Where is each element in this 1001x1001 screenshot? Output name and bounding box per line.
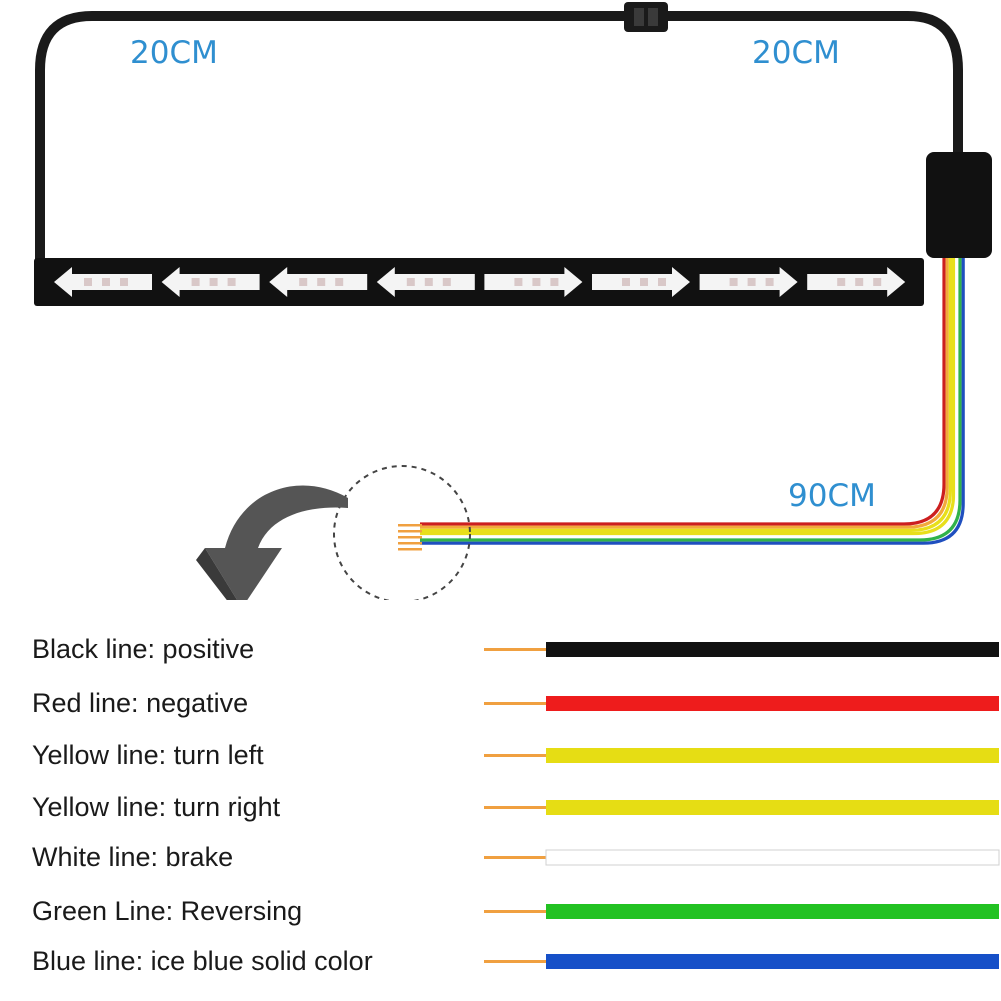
harness-wire — [420, 258, 949, 529]
led-chip — [442, 278, 451, 286]
wire-insulation — [546, 642, 999, 657]
led-chip — [84, 278, 92, 286]
legend-wire — [484, 748, 999, 763]
tinned-tip — [484, 856, 548, 859]
led-chip — [120, 278, 128, 286]
tinned-tip — [484, 910, 548, 913]
led-chip — [209, 278, 218, 286]
wire-insulation — [545, 849, 1000, 866]
inline-connector — [624, 2, 668, 32]
led-chip — [335, 278, 344, 286]
arrow-led-row — [54, 267, 906, 297]
wire-insulation — [546, 800, 999, 815]
led-chip — [317, 278, 326, 286]
legend-row: Yellow line: turn right — [0, 788, 1001, 828]
led-chip — [424, 278, 433, 286]
led-chip — [622, 278, 630, 286]
harness-wire — [420, 258, 952, 532]
legend-label: Red line: negative — [32, 688, 249, 718]
led-chip — [765, 278, 774, 286]
connection-cable — [35, 11, 963, 267]
harness-wire — [420, 258, 965, 545]
legend-label: Yellow line: turn left — [32, 740, 264, 770]
magnifier-circle — [333, 465, 471, 600]
tinned-tip — [484, 806, 548, 809]
legend-wire — [484, 904, 999, 919]
left-length-label: 20CM — [130, 35, 218, 71]
right-length-label: 20CM — [752, 35, 840, 71]
led-chip — [514, 278, 523, 286]
tinned-tip — [484, 648, 548, 651]
led-chip — [837, 278, 846, 286]
legend-label: Green Line: Reversing — [32, 896, 303, 926]
wiring-diagram: 20CM 20CM 90CM — [34, 2, 992, 600]
harness-wire — [420, 258, 946, 526]
wire-insulation — [546, 954, 999, 969]
led-chip — [102, 278, 110, 286]
led-strip — [34, 258, 924, 306]
legend-row: Black line: positive — [0, 630, 1001, 670]
legend-wire — [484, 954, 999, 969]
led-chip — [640, 278, 648, 286]
led-chip — [747, 278, 756, 286]
tinned-tips — [398, 524, 422, 551]
legend-label: Blue line: ice blue solid color — [32, 946, 373, 976]
legend-label: White line: brake — [32, 842, 234, 872]
curved-pointer-arrow-icon — [196, 485, 348, 600]
tinned-tip — [484, 754, 548, 757]
tinned-tip — [484, 960, 548, 963]
legend-row: Red line: negative — [0, 684, 1001, 724]
wire-insulation — [546, 748, 999, 763]
legend-wire — [484, 800, 999, 815]
led-chip — [658, 278, 666, 286]
legend-row: Blue line: ice blue solid color — [0, 942, 1001, 982]
led-chip — [873, 278, 882, 286]
legend-row: White line: brake — [0, 838, 1001, 878]
legend-wire — [484, 642, 999, 657]
led-chip — [855, 278, 864, 286]
harness-length-label: 90CM — [788, 478, 876, 514]
control-box — [926, 152, 992, 258]
legend-label: Yellow line: turn right — [32, 792, 281, 822]
harness-wire — [420, 258, 959, 539]
wire-harness — [420, 258, 965, 545]
led-chip — [406, 278, 415, 286]
legend-wire — [484, 849, 1000, 866]
led-chip — [299, 278, 308, 286]
led-chip — [227, 278, 236, 286]
tinned-tip — [484, 702, 548, 705]
led-chip — [191, 278, 200, 286]
led-chip — [550, 278, 559, 286]
wire-insulation — [546, 904, 999, 919]
legend-row: Yellow line: turn left — [0, 736, 1001, 776]
led-chip — [729, 278, 738, 286]
led-chip — [532, 278, 541, 286]
legend-row: Green Line: Reversing — [0, 892, 1001, 932]
harness-wire — [420, 258, 962, 542]
legend-wire — [484, 696, 999, 711]
harness-wire — [420, 258, 956, 536]
wire-insulation — [546, 696, 999, 711]
legend-label: Black line: positive — [32, 634, 255, 664]
